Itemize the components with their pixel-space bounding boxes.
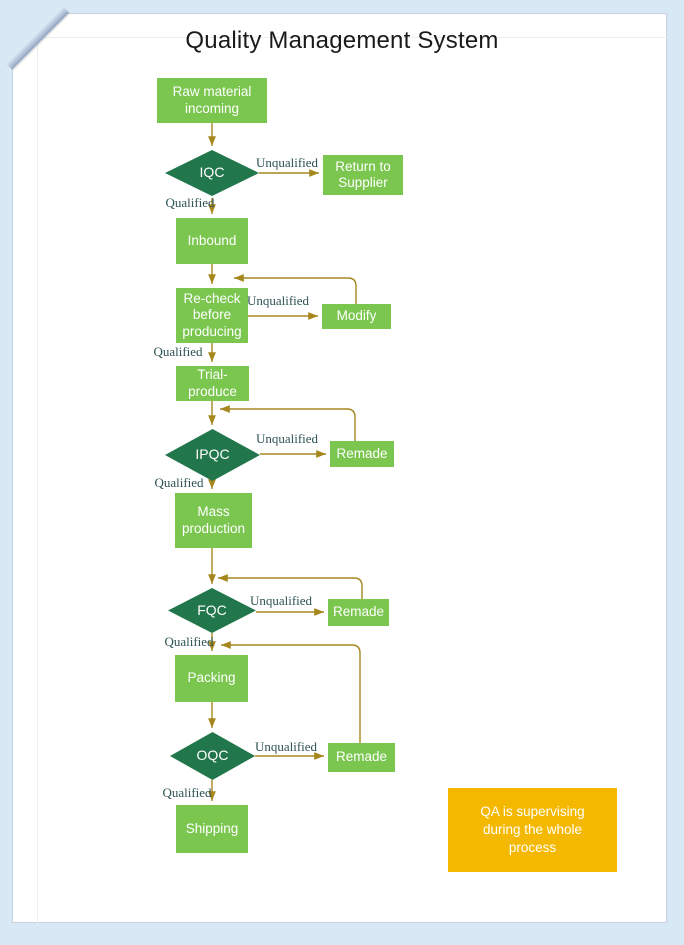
node-label: Remade [335,749,388,765]
node-remade-ipqc: Remade [330,441,394,467]
diagram-title: Quality Management System [185,27,499,54]
node-shipping: Shipping [176,805,248,853]
node-label: IPQC [195,446,230,463]
node-label: Raw material incoming [172,84,252,116]
label-oqc-qualified: Qualified [162,785,212,800]
node-remade-oqc: Remade [328,743,395,772]
edge-modify-loop-back [234,274,357,304]
edge-remade-fqc-loop-back [218,574,363,599]
node-label: QA is supervising during the whole proce… [480,803,585,856]
edge-remade-oqc-loop-back [221,641,361,743]
label-fqc-unqualified: Unqualified [249,593,313,608]
node-label: IQC [199,164,225,181]
node-packing: Packing [175,655,248,702]
node-return-to-supplier: Return to Supplier [323,155,403,195]
label-recheck-unqualified: Unqualified [246,293,310,308]
label-oqc-unqualified: Unqualified [254,739,318,754]
node-raw-material-incoming: Raw material incoming [157,78,267,123]
node-trial-produce: Trial-produce [176,366,249,401]
node-remade-fqc: Remade [328,599,389,626]
label-iqc-qualified: Qualified [165,195,215,210]
node-label: Modify [336,308,377,324]
edge-remade-ipqc-loop-back [220,405,356,441]
label-ipqc-unqualified: Unqualified [255,431,319,446]
node-label: Trial-produce [188,367,237,399]
node-label: Return to Supplier [335,158,391,190]
label-fqc-qualified: Qualified [164,634,214,649]
node-label: Mass production [181,504,246,536]
node-label: FQC [197,601,227,618]
label-iqc-unqualified: Unqualified [255,155,319,170]
node-label: Inbound [187,232,237,248]
label-recheck-qualified: Qualified [153,344,203,359]
node-label: Remade [332,604,385,620]
node-label: OQC [196,747,229,764]
node-label: Re-check before producing [182,290,242,339]
node-modify: Modify [322,304,391,329]
node-label: Shipping [185,820,239,836]
node-inbound: Inbound [176,218,248,264]
canvas-inner-border [37,37,667,923]
node-label: Remade [336,445,388,461]
node-qa-supervising-note: QA is supervising during the whole proce… [448,788,617,872]
label-ipqc-qualified: Qualified [154,475,204,490]
node-label: Packing [187,670,236,686]
node-mass-production: Mass production [175,493,252,548]
node-recheck-before-producing: Re-check before producing [176,288,248,343]
